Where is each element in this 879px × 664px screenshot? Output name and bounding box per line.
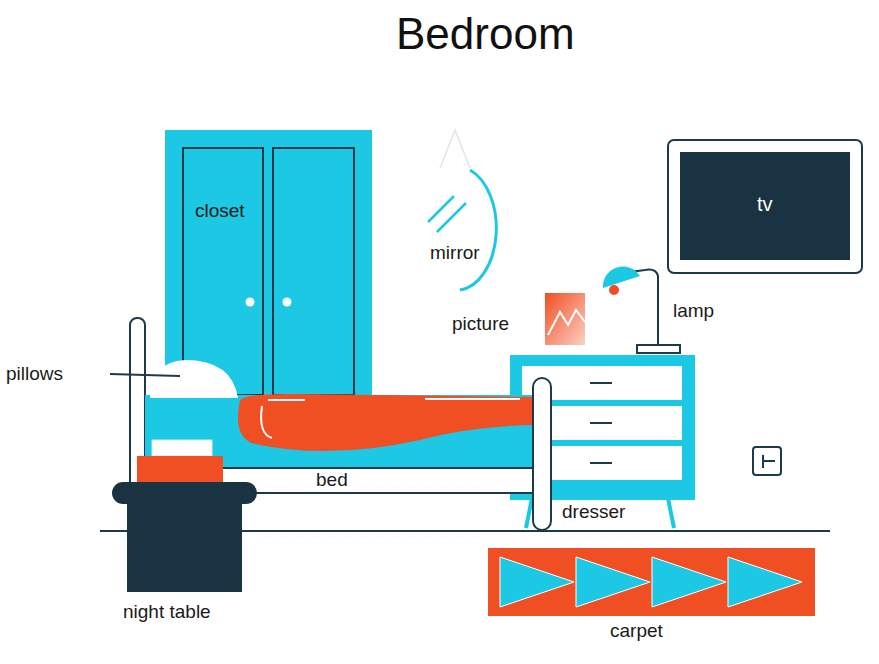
part-label: night table [123, 601, 211, 624]
part-label: dresser [562, 501, 625, 524]
node-label: closet [195, 200, 245, 223]
part-label: picture [452, 313, 509, 336]
tv-screen: tv [680, 152, 850, 260]
part-label: carpet [610, 620, 663, 643]
part-label: lamp [673, 300, 714, 323]
closet-box: closet [165, 130, 372, 395]
mirror-shape: mirror [415, 166, 495, 290]
diagram-title: Bedroom [396, 8, 575, 61]
node-label: tv [757, 192, 773, 216]
part-label: bed [316, 469, 348, 492]
part-label: pillows [6, 363, 63, 386]
node-label: mirror [430, 242, 480, 265]
